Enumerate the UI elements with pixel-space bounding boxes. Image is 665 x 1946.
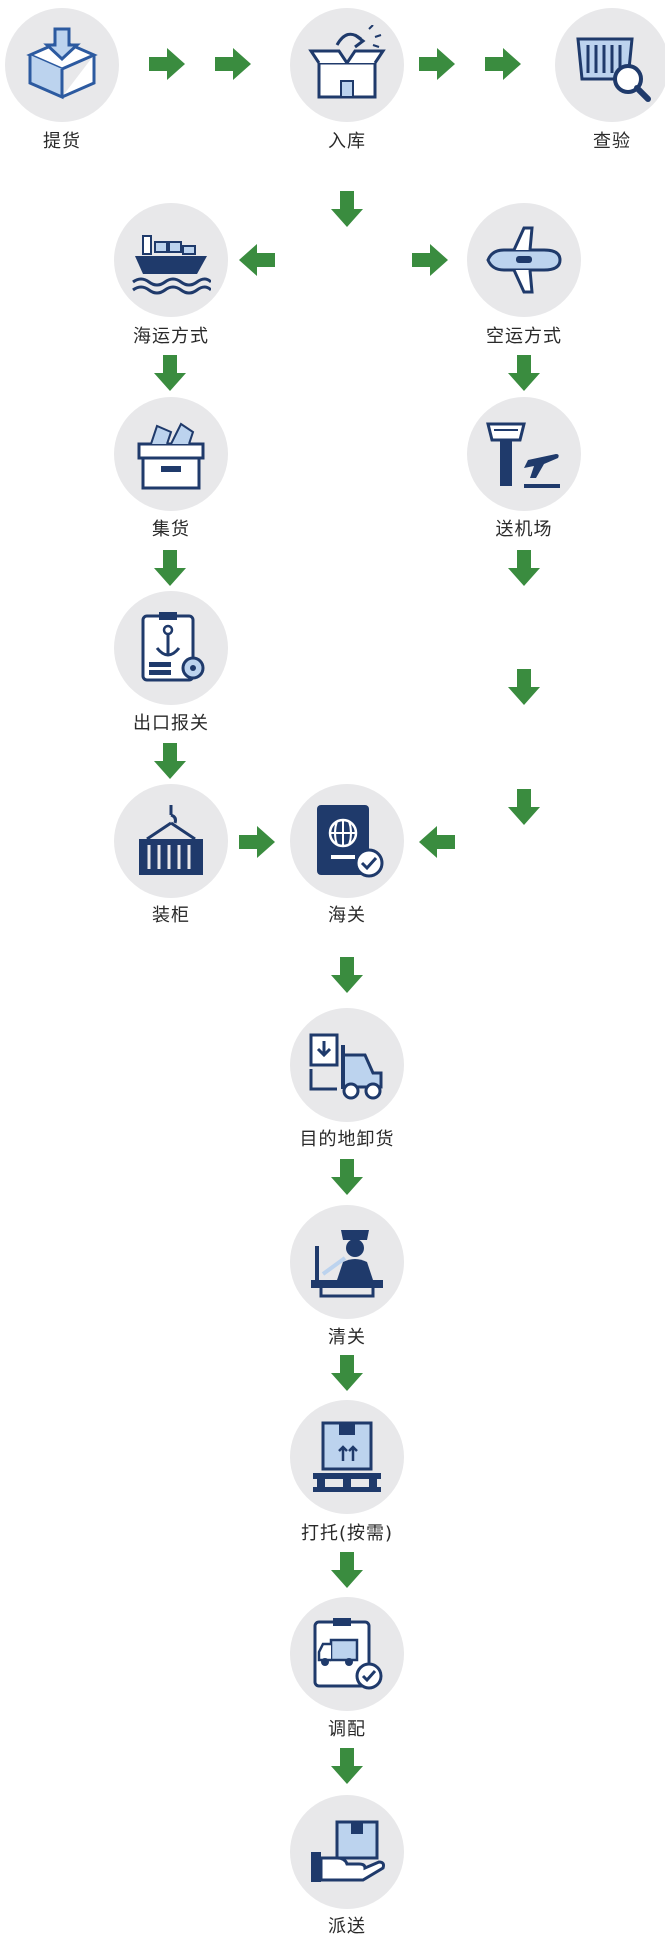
arrow-down bbox=[329, 955, 365, 995]
truck-clipboard-icon bbox=[313, 1618, 383, 1690]
dest-unload-label: 目的地卸货 bbox=[299, 1129, 395, 1150]
cargo-ship-icon bbox=[132, 235, 211, 295]
export-decl-node bbox=[114, 591, 228, 705]
storage-box-icon bbox=[137, 422, 205, 490]
airplane-icon bbox=[486, 226, 562, 294]
inspect-node bbox=[555, 8, 665, 122]
air-label: 空运方式 bbox=[486, 326, 562, 347]
delivery-node bbox=[290, 1795, 404, 1909]
arrow-right bbox=[483, 46, 523, 82]
inspect-label: 查验 bbox=[593, 131, 631, 152]
arrow-right bbox=[410, 242, 450, 278]
pickup-label: 提货 bbox=[43, 131, 81, 152]
arrow-left bbox=[237, 242, 277, 278]
forklift-icon bbox=[309, 1033, 383, 1100]
customs-officer-icon bbox=[311, 1230, 383, 1298]
arrow-down bbox=[506, 353, 542, 393]
consolidate-node bbox=[114, 397, 228, 511]
arrow-down bbox=[152, 741, 188, 781]
passport-icon bbox=[317, 805, 384, 878]
pallet-box-icon bbox=[313, 1421, 381, 1492]
customs-label: 海关 bbox=[328, 905, 366, 926]
box-download-icon bbox=[26, 27, 98, 100]
arrow-down bbox=[329, 189, 365, 229]
to-airport-node bbox=[467, 397, 581, 511]
anchor-clipboard-icon bbox=[141, 612, 205, 682]
air-node bbox=[467, 203, 581, 317]
consolidate-label: 集货 bbox=[152, 519, 190, 540]
load-container-node bbox=[114, 784, 228, 898]
sea-node bbox=[114, 203, 228, 317]
clearance-label: 清关 bbox=[328, 1327, 366, 1348]
customs-node bbox=[290, 784, 404, 898]
arrow-right bbox=[147, 46, 187, 82]
arrow-right bbox=[213, 46, 253, 82]
arrow-down bbox=[506, 787, 542, 827]
arrow-left bbox=[417, 824, 457, 860]
warehouse-label: 入库 bbox=[328, 131, 366, 152]
warehouse-node bbox=[290, 8, 404, 122]
arrow-down bbox=[329, 1157, 365, 1197]
arrow-right bbox=[237, 824, 277, 860]
dest-unload-node bbox=[290, 1008, 404, 1122]
delivery-label: 派送 bbox=[328, 1916, 366, 1937]
pickup-node bbox=[5, 8, 119, 122]
palletize-label: 打托(按需) bbox=[300, 1523, 394, 1544]
arrow-down bbox=[506, 548, 542, 588]
control-tower-icon bbox=[486, 422, 560, 488]
arrow-down bbox=[329, 1550, 365, 1590]
arrow-right bbox=[417, 46, 457, 82]
arrow-down bbox=[329, 1353, 365, 1393]
container-search-icon bbox=[576, 37, 651, 102]
box-open-icon bbox=[308, 25, 386, 99]
sea-label: 海运方式 bbox=[133, 326, 209, 347]
load-container-label: 装柜 bbox=[152, 905, 190, 926]
dispatch-node bbox=[290, 1597, 404, 1711]
clearance-node bbox=[290, 1205, 404, 1319]
palletize-node bbox=[290, 1400, 404, 1514]
arrow-down bbox=[152, 353, 188, 393]
hanging-container-icon bbox=[139, 805, 203, 875]
arrow-down bbox=[152, 548, 188, 588]
arrow-down bbox=[329, 1746, 365, 1786]
dispatch-label: 调配 bbox=[328, 1719, 366, 1740]
export-decl-label: 出口报关 bbox=[133, 713, 209, 734]
to-airport-label: 送机场 bbox=[495, 519, 553, 540]
hand-package-icon bbox=[311, 1820, 385, 1882]
arrow-down bbox=[506, 667, 542, 707]
